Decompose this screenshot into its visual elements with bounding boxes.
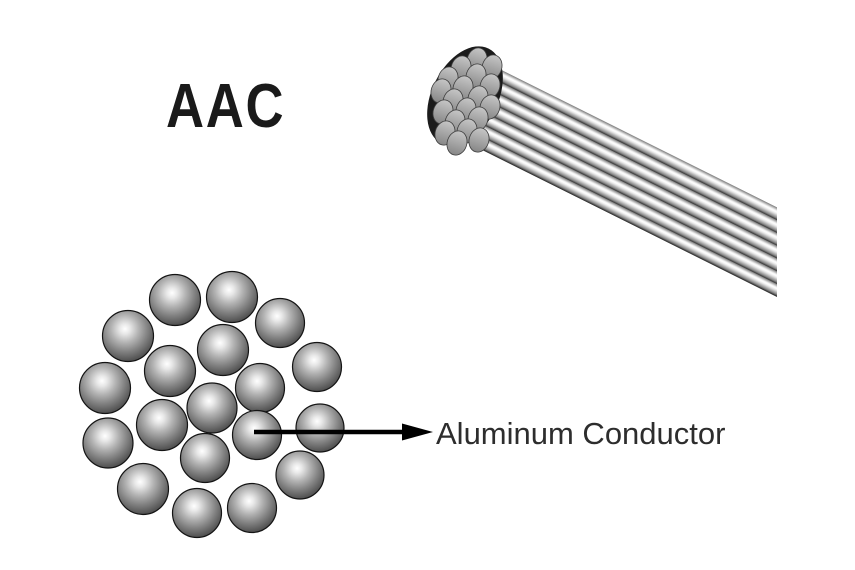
strand-circle [179, 432, 231, 484]
strand-circle [116, 462, 170, 516]
cable-rod [447, 96, 777, 309]
cable-rod [442, 106, 777, 319]
cable-3d [427, 46, 777, 329]
strand-circle [254, 297, 306, 349]
strand-circle [148, 273, 202, 327]
cross-section-diagram [78, 270, 345, 539]
aluminum-conductor-label: Aluminum Conductor [436, 416, 726, 451]
strand-circle [78, 361, 132, 415]
strand-circle [135, 398, 189, 452]
cable-cut-face [430, 47, 503, 156]
page-title: AAC [166, 72, 286, 141]
strand-circle [226, 482, 278, 534]
strand-end [468, 127, 490, 153]
cable-rod [452, 86, 777, 298]
cable-strand-rods [437, 55, 777, 329]
strand-circle [275, 450, 325, 500]
cable-rod [462, 66, 777, 278]
strand-circle [82, 417, 134, 469]
strand-circle [143, 344, 197, 398]
strand-circle [295, 403, 345, 453]
cable-rod [457, 76, 777, 288]
strand-circle [234, 362, 286, 414]
arrow-head-icon [402, 423, 433, 441]
cable-rod [467, 55, 777, 268]
strand-circle [171, 487, 223, 539]
annotation-arrow [254, 423, 433, 441]
strand-circle [196, 323, 250, 377]
strand-end [446, 130, 468, 156]
strand-circle [186, 382, 238, 434]
strand-circle [101, 309, 155, 363]
strand-circle [231, 409, 283, 461]
cable-rod [437, 117, 777, 329]
strand-circle [205, 270, 259, 324]
strand-circle [291, 341, 343, 393]
